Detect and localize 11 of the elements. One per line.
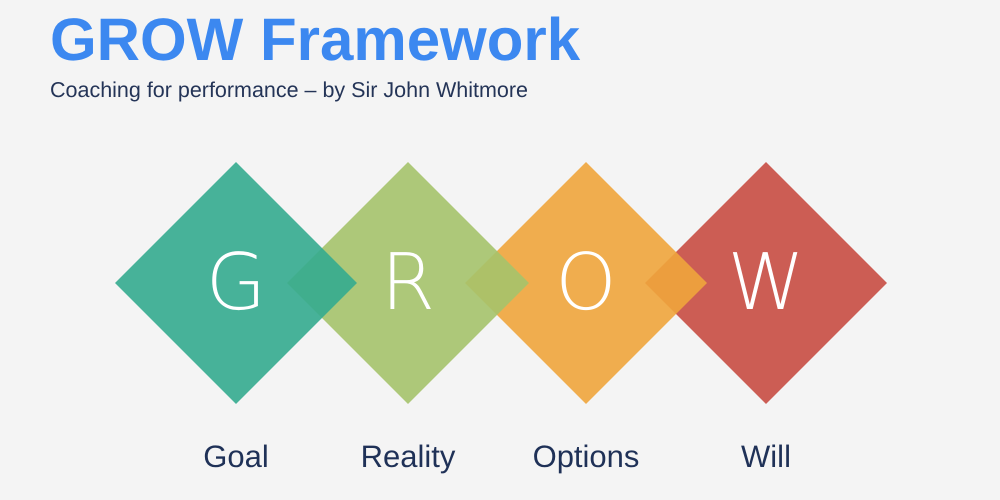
subtitle: Coaching for performance – by Sir John Whitmore (50, 78, 528, 104)
letter-label: O (555, 244, 617, 322)
title: GROW Framework (50, 5, 580, 75)
letter-label: W (727, 244, 805, 322)
step-label: Options (532, 438, 640, 476)
letter-label: R (380, 244, 436, 322)
letter-label: G (206, 244, 266, 322)
diamond-shape (115, 162, 357, 404)
step-label: Goal (203, 438, 269, 476)
step-label: Reality (360, 438, 456, 476)
step-label: Will (741, 438, 791, 476)
